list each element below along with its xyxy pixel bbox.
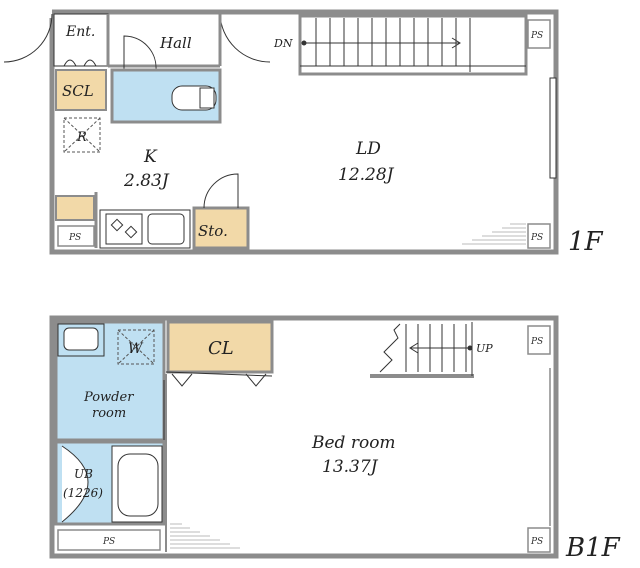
shoe-closet-label: SCL	[62, 82, 94, 100]
closet-label: CL	[208, 338, 234, 359]
ps-label: PS	[530, 233, 543, 243]
ps-label: PS	[102, 537, 115, 547]
floor-label-1f: 1F	[568, 227, 604, 257]
washer-label: W	[128, 341, 144, 357]
ps-box	[527, 325, 551, 355]
ps-label: PS	[530, 31, 543, 41]
shoe-closet	[55, 69, 107, 111]
stair-dn-label: DN	[273, 37, 293, 50]
hall-door-swing	[219, 13, 271, 63]
stair-up-label: UP	[476, 342, 493, 355]
kitchen-size: 2.83J	[123, 171, 170, 191]
hall-inner-door	[123, 35, 157, 71]
powder-room-label-1: Powder	[83, 390, 134, 405]
entrance-area	[53, 13, 109, 67]
ps-label: PS	[530, 537, 543, 547]
living-size: 12.28J	[338, 165, 395, 185]
closet-doors	[171, 373, 267, 387]
entrance-door-swing	[3, 13, 53, 63]
powder-room-label-2: room	[92, 406, 126, 421]
ps-label: PS	[68, 233, 81, 243]
floor-b1f: W Powder room UB (1226) PS CL	[49, 315, 621, 563]
ps-box	[527, 223, 551, 249]
ps-box	[527, 19, 551, 49]
floor-1f: Ent. Hall SCL R K 2.83J Sto.	[0, 8, 604, 257]
window	[549, 77, 557, 179]
storage-room	[192, 206, 250, 250]
closet	[166, 320, 274, 374]
storage-door-swing	[203, 173, 239, 209]
unit-bath-label-2: (1226)	[63, 486, 103, 500]
kitchen-name: K	[143, 147, 158, 167]
hall-label: Hall	[159, 34, 192, 52]
staircase-up	[370, 322, 474, 378]
living-name: LD	[355, 139, 381, 159]
unit-bath-label-1: UB	[74, 467, 93, 481]
b1f-outer-wall	[49, 315, 559, 559]
staircase-down	[298, 14, 528, 76]
kitchen-shelf	[55, 195, 95, 221]
ps-box	[57, 225, 95, 247]
bedroom-size: 13.37J	[322, 457, 379, 477]
stove	[105, 213, 143, 245]
kitchen-sink	[147, 213, 185, 245]
ps-label: PS	[530, 337, 543, 347]
floor-label-b1f: B1F	[565, 533, 621, 563]
ps-box	[527, 527, 551, 553]
refrigerator-label: R	[76, 130, 87, 145]
entrance-label: Ent.	[65, 24, 95, 40]
bedroom-name: Bed room	[311, 433, 396, 453]
unit-bath-door	[61, 445, 89, 523]
ps-box	[57, 529, 161, 551]
storage-label: Sto.	[198, 222, 228, 240]
